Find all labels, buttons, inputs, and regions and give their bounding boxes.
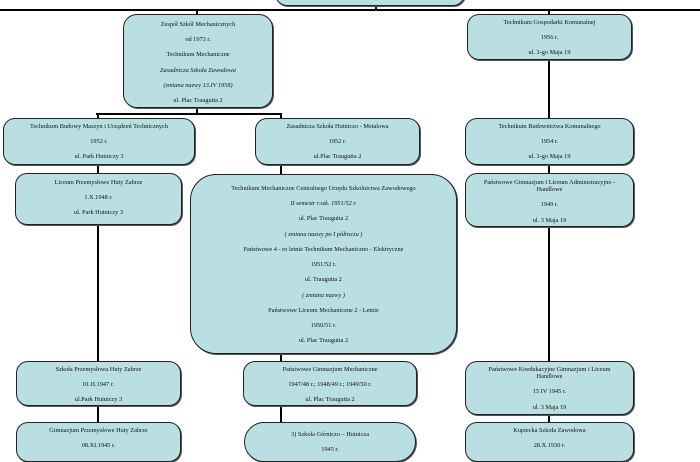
node-date: 1956 r. xyxy=(540,34,559,42)
connector-top-bar xyxy=(0,9,700,11)
node-note: (zmiana nazwy 13.IV 1958) xyxy=(163,81,233,89)
connector-szkola-gimnazjum-huty xyxy=(97,405,99,423)
node-date: 1947/48 r.; 1948/49 r.; 1949/50 r. xyxy=(288,381,372,389)
node-note: ( zmiana nazwy ) xyxy=(302,291,345,299)
connector-koedukacyjne-kupiecka xyxy=(548,414,550,423)
node-date: 1954 r. xyxy=(540,138,559,146)
node-date: 08.XI.1945 r. xyxy=(81,442,116,450)
connector-to-zasadnicza xyxy=(280,113,282,119)
node-szkola-gorniczo-hutnicza: 3) Szkoła Górniczo – Hutnicza 1945 r. xyxy=(244,422,416,462)
connector-gospodarki-budownictwa xyxy=(548,60,550,120)
node-address: ul. 3-go Maja 19 xyxy=(528,153,571,161)
node-title: Technikum Budownictwa Komunalnego xyxy=(498,123,601,130)
connector-gimnazjum-koedukacyjne xyxy=(548,226,550,362)
node-title: Handlowe xyxy=(536,373,563,381)
node-title: Liceum Przemysłowe Huty Zabrze xyxy=(54,179,143,186)
connector-gimnazjum-mech-gorniczo xyxy=(280,405,282,423)
node-technikum-budowy-maszyn: Technikum Budowy Maszyn i Urządzeń Techn… xyxy=(3,118,195,165)
node-title: Szkoła Przemysłowa Huty Zabrze xyxy=(55,366,142,373)
node-title: Kupiecka Szkoła Zawodowa xyxy=(513,427,586,434)
node-address: ul. Plac Traugutta 2 xyxy=(298,215,349,223)
node-panstwowe-gimnazjum-mechaniczne: Państwowe Gimnazjum Mechaniczne 1947/48 … xyxy=(243,361,417,406)
node-title: Technikum Budowy Maszyn i Urządzeń Techn… xyxy=(29,123,168,130)
node-title: Państwowe Gimnazjum i Liceum Administrac… xyxy=(483,179,616,186)
connector-zespol-stem xyxy=(196,106,198,114)
node-date: 15 IV 1945 r. xyxy=(532,388,567,396)
node-technikum-mechaniczne-centralnego-urzedu: Technikum Mechaniczne Centralnego Urzędu… xyxy=(190,174,457,354)
node-date: 1.X.1948 r. xyxy=(84,194,113,202)
connector-to-zespol xyxy=(196,9,198,15)
node-address: ul. Plac Traugutta 2 xyxy=(305,396,355,404)
node-text: Państwowe 4 - ro letnie Technikum Mechan… xyxy=(243,245,404,253)
node-title: Technikum Gospodarki Komunalnej xyxy=(503,19,596,26)
node-date: 01.II.1947 r. xyxy=(82,381,115,389)
node-address: ul. 3 Maja 19 xyxy=(532,216,567,224)
node-title: Gimnazjum Przemysłowe Huty Zabrze xyxy=(49,427,148,434)
node-address: ul. 3 Maja 19 xyxy=(532,403,567,411)
node-zasadnicza-szkola-hutniczo-metalowa: Zasadnicza Szkoła Hutniczo - Metalowa 19… xyxy=(255,118,420,165)
node-title: Zespół Szkół Mechanicznych xyxy=(160,21,236,28)
node-title: Technikum Mechaniczne Centralnego Urzędu… xyxy=(231,185,416,192)
node-panstwowe-gimnazjum-administracyjno-handlowe: Państwowe Gimnazjum i Liceum Administrac… xyxy=(465,173,634,227)
node-date: 1951/52 r. xyxy=(310,261,337,269)
node-gimnazjum-przemyslowe-huty-zabrze: Gimnazjum Przemysłowe Huty Zabrze 08.XI.… xyxy=(16,422,181,462)
connector-liceum-szkola xyxy=(97,224,99,362)
node-title: Państwowe Gimnazjum Mechaniczne xyxy=(282,366,378,373)
node-date: 28.X.1930 r. xyxy=(533,442,566,450)
node-technikum-gospodarki-komunalnej: Technikum Gospodarki Komunalnej 1956 r. … xyxy=(467,14,632,60)
node-kupiecka-szkola-zawodowa: Kupiecka Szkoła Zawodowa 28.X.1930 r. xyxy=(465,422,634,462)
node-text: Technikum Mechaniczne xyxy=(166,51,230,59)
node-address: ul. 3-go Maja 19 xyxy=(528,49,571,57)
node-text: Państwowe Liceum Mechaniczne 2 - Letnie xyxy=(268,306,379,314)
node-szkola-przemyslowa-huty-zabrze: Szkoła Przemysłowa Huty Zabrze 01.II.194… xyxy=(16,361,181,406)
connector-zespol-bar xyxy=(96,113,281,115)
node-title: Zasadnicza Szkoła Hutniczo - Metalowa xyxy=(286,123,389,130)
node-address: ul.Park Hutniczy 3 xyxy=(74,396,123,404)
node-date: 1950/51 r. xyxy=(310,322,337,330)
node-date: II semestr r.szk. 1951/52 r. xyxy=(290,200,357,208)
node-address: ul. Park Hutniczy 3 xyxy=(74,153,124,161)
node-title: Handlowe xyxy=(536,186,563,194)
connector-budowy-liceum xyxy=(97,164,99,174)
node-title: Państwowe Koedukacyjne Gimnazjum i Liceu… xyxy=(488,366,611,373)
connector-to-budowy xyxy=(97,113,99,119)
connector-centralnego-gimnazjum xyxy=(280,350,282,362)
node-date: 1952 r. xyxy=(90,138,108,146)
node-date: 1952 r. xyxy=(328,138,347,146)
node-address: ul. Park Hutniczy 3 xyxy=(74,209,123,217)
node-top-partial xyxy=(275,0,465,6)
connector-budownictwa-gimnazjum xyxy=(548,164,550,174)
node-date: 1949 r. xyxy=(540,201,559,209)
node-title: 3) Szkoła Górniczo – Hutnicza xyxy=(291,431,369,438)
node-technikum-budownictwa-komunalnego: Technikum Budownictwa Komunalnego 1954 r… xyxy=(465,118,634,165)
connector-zasadnicza-centralnego xyxy=(280,164,282,174)
node-address: ul. Plac Traugutta 2 xyxy=(173,97,223,105)
node-liceum-przemyslowe-huty-zabrze: Liceum Przemysłowe Huty Zabrze 1.X.1948 … xyxy=(15,173,182,225)
node-zespol-szkol-mechanicznych: Zespół Szkół Mechanicznych od 1973 r. Te… xyxy=(123,14,273,108)
node-address: ul.Plac Traugutta 2 xyxy=(313,153,362,161)
connector-to-gospodarki xyxy=(548,9,550,15)
node-panstwowe-koedukacyjne-gimnazjum-handlowe: Państwowe Koedukacyjne Gimnazjum i Liceu… xyxy=(465,361,634,415)
node-address: ul. Plac Traugutta 2 xyxy=(298,337,349,345)
node-address: ul. Traugutta 2 xyxy=(305,276,342,284)
node-date: od 1973 r. xyxy=(185,36,211,44)
node-note: ( zmiana nazwy po I półroczu ) xyxy=(284,230,363,238)
node-text: Zasadnicza Szkoła Zawodowa xyxy=(160,66,236,74)
